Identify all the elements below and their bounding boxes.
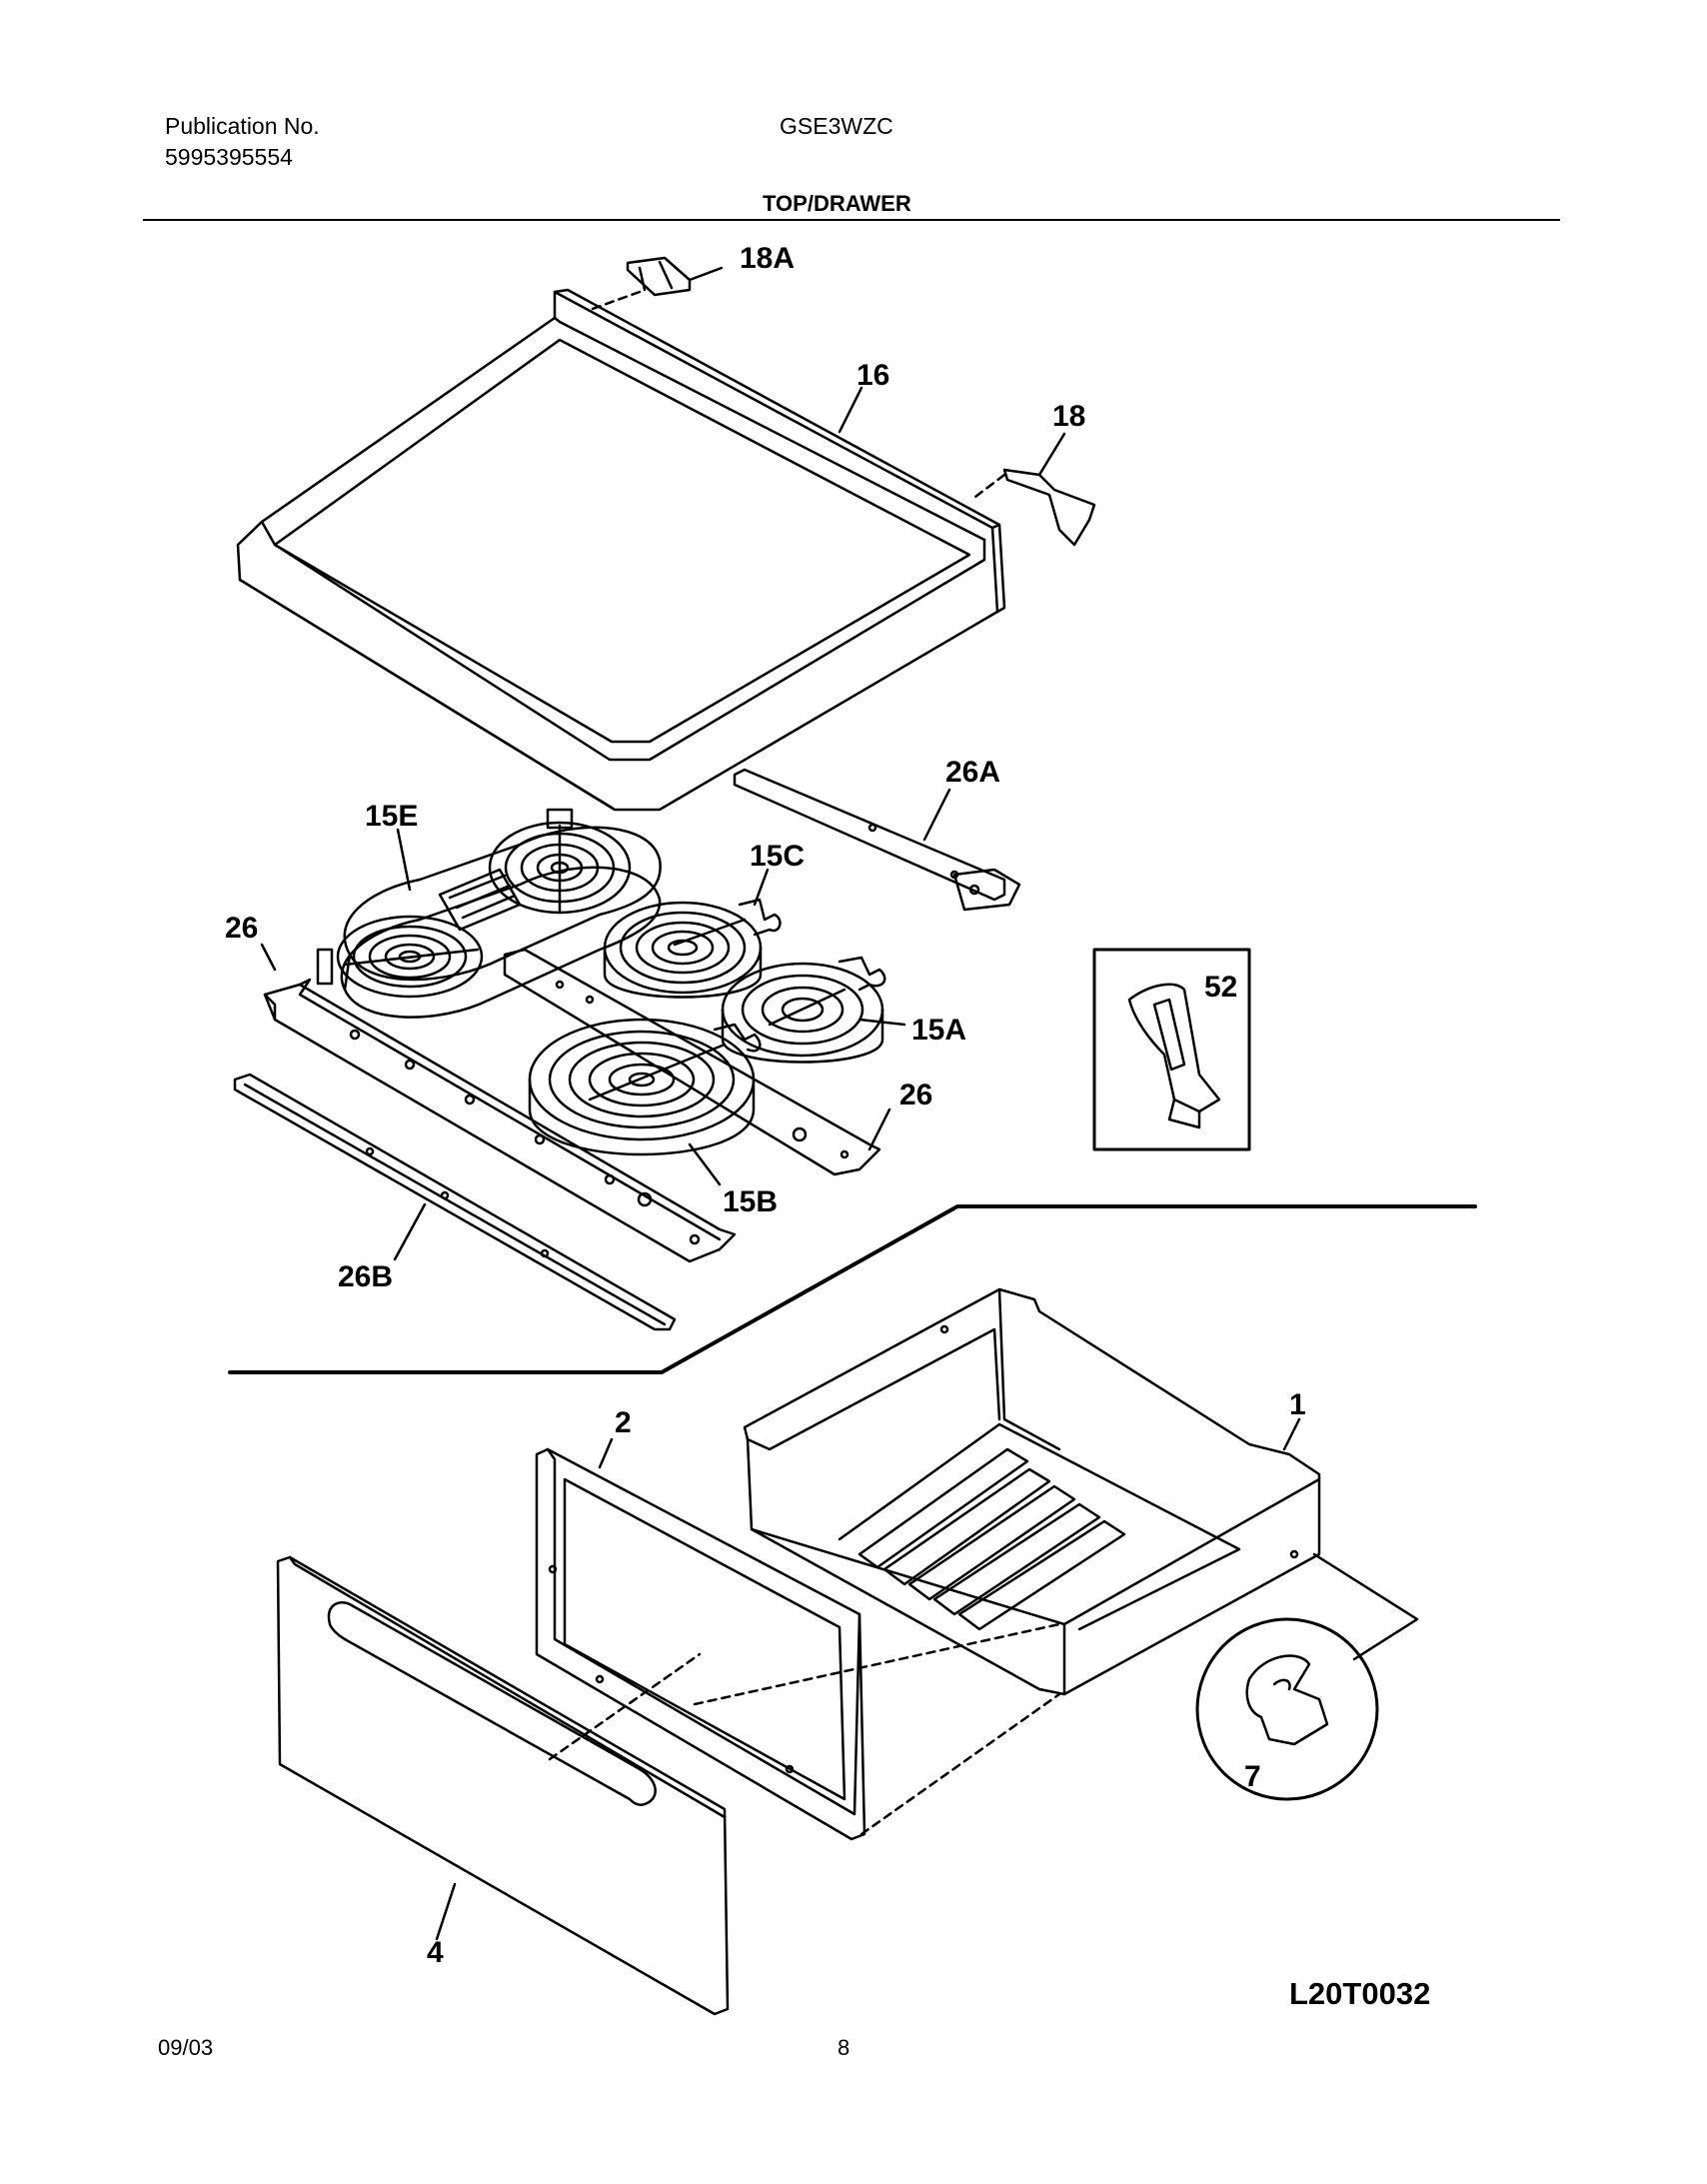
callout-15c: 15C [750,840,805,873]
bracket-18 [969,432,1096,547]
callout-1: 1 [1289,1388,1306,1421]
drawer-frame-2 [535,1437,1061,1841]
drawer-body-1 [743,1287,1321,1696]
callout-52: 52 [1204,971,1237,1004]
inset-part-7 [1195,1552,1419,1801]
callout-2: 2 [615,1406,632,1439]
callout-26a: 26A [945,756,1000,789]
callout-26b: 26B [338,1260,393,1293]
publication-label: Publication No. [165,113,320,139]
cooktop-16 [236,288,1006,812]
callout-18a: 18A [740,242,795,275]
header-rule [143,219,1560,221]
callout-7: 7 [1244,1760,1261,1793]
support-rail-26-left [260,943,737,1263]
element-15c [603,868,782,999]
drawer-panel-4 [276,1555,730,2016]
section-divider-line [228,1204,1477,1374]
page-number: 8 [838,2035,851,2060]
callout-16: 16 [856,359,889,392]
support-rail-26a [733,768,1021,912]
section-title: TOP/DRAWER [763,191,911,216]
inset-part-52 [1092,948,1251,1151]
bracket-18a [588,256,724,312]
callout-26-left: 26 [225,912,258,945]
support-rail-26-right [503,948,891,1176]
callout-18: 18 [1052,400,1085,433]
element-15a [721,956,906,1064]
callout-15a: 15A [911,1014,966,1047]
diagram-code: L20T0032 [1289,1976,1430,2011]
callout-4: 4 [427,1936,444,1969]
callout-15b: 15B [723,1185,778,1218]
element-15e [316,808,662,1019]
callout-15e: 15E [365,800,418,833]
callout-26-right: 26 [899,1079,932,1111]
publication-number: 5995395554 [165,144,293,170]
trim-strip-26b [233,1073,677,1331]
element-15b [528,1018,762,1186]
footer-date: 09/03 [158,2035,214,2060]
model-number: GSE3WZC [780,113,893,139]
